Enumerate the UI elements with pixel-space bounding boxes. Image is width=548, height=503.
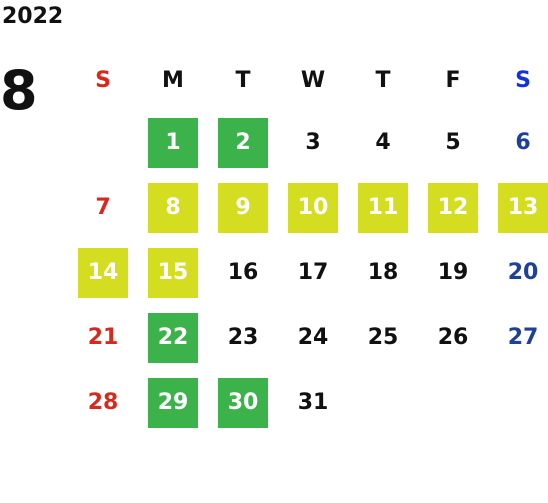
day-number: 30	[218, 377, 268, 428]
day-cell[interactable]: 26	[418, 305, 488, 370]
day-number: 6	[515, 130, 531, 155]
day-cell[interactable]: 2	[208, 110, 278, 175]
day-number: 4	[375, 130, 391, 155]
day-cell[interactable]: 9	[208, 175, 278, 240]
day-number: 23	[227, 325, 259, 350]
day-cell[interactable]: 7	[68, 175, 138, 240]
day-cell[interactable]: 23	[208, 305, 278, 370]
day-cell[interactable]: 12	[418, 175, 488, 240]
day-cell[interactable]: 5	[418, 110, 488, 175]
day-number: 18	[367, 260, 399, 285]
day-cell[interactable]: 3	[278, 110, 348, 175]
weekday-header: T	[375, 67, 391, 93]
day-cell[interactable]: 1	[138, 110, 208, 175]
day-number: 13	[498, 182, 548, 233]
day-cell[interactable]: 10	[278, 175, 348, 240]
day-number: 17	[297, 260, 329, 285]
day-number: 28	[87, 390, 119, 415]
day-cell[interactable]: 29	[138, 370, 208, 435]
day-cell[interactable]: 25	[348, 305, 418, 370]
day-cell[interactable]: 22	[138, 305, 208, 370]
day-cell[interactable]: 13	[488, 175, 548, 240]
day-cell[interactable]: 16	[208, 240, 278, 305]
day-number: 14	[78, 247, 128, 298]
day-cell[interactable]: 14	[68, 240, 138, 305]
day-number: 8	[148, 182, 198, 233]
day-number: 21	[87, 325, 119, 350]
day-number: 19	[437, 260, 469, 285]
day-number: 27	[507, 325, 539, 350]
day-cell[interactable]: 21	[68, 305, 138, 370]
day-cell[interactable]: 19	[418, 240, 488, 305]
day-number: 16	[227, 260, 259, 285]
weekday-header: S	[515, 67, 531, 93]
month-number: 8	[0, 59, 38, 122]
day-cell[interactable]: 18	[348, 240, 418, 305]
day-number	[358, 378, 408, 428]
day-number: 25	[367, 325, 399, 350]
weekday-header: S	[95, 67, 111, 93]
day-number: 3	[305, 130, 321, 155]
day-number: 24	[297, 325, 329, 350]
day-number: 22	[148, 312, 198, 363]
day-cell[interactable]: 30	[208, 370, 278, 435]
weekday-header: F	[445, 67, 461, 93]
empty-day-cell	[348, 370, 418, 435]
day-number: 20	[507, 260, 539, 285]
day-number: 29	[148, 377, 198, 428]
day-number: 10	[288, 182, 338, 233]
day-number: 2	[218, 117, 268, 168]
day-number	[428, 378, 478, 428]
day-cell[interactable]: 8	[138, 175, 208, 240]
day-number: 11	[358, 182, 408, 233]
day-number: 26	[437, 325, 469, 350]
day-cell[interactable]: 24	[278, 305, 348, 370]
year-label: 2022	[2, 4, 64, 29]
empty-day-cell	[418, 370, 488, 435]
weekday-header: W	[300, 67, 326, 93]
day-cell[interactable]: 31	[278, 370, 348, 435]
day-cell[interactable]: 6	[488, 110, 548, 175]
day-number: 7	[95, 195, 111, 220]
day-number	[498, 378, 548, 428]
day-number: 9	[218, 182, 268, 233]
day-cell[interactable]: 11	[348, 175, 418, 240]
day-cell[interactable]: 28	[68, 370, 138, 435]
day-cell[interactable]: 27	[488, 305, 548, 370]
weekday-header: T	[235, 67, 251, 93]
day-number: 5	[445, 130, 461, 155]
day-number: 31	[297, 390, 329, 415]
empty-day-cell	[488, 370, 548, 435]
day-number: 15	[148, 247, 198, 298]
day-cell[interactable]: 17	[278, 240, 348, 305]
weekday-header: M	[162, 67, 184, 93]
day-number: 1	[148, 117, 198, 168]
day-number: 12	[428, 182, 478, 233]
day-number	[78, 118, 128, 168]
empty-day-cell	[68, 110, 138, 175]
day-cell[interactable]: 15	[138, 240, 208, 305]
day-cell[interactable]: 4	[348, 110, 418, 175]
day-cell[interactable]: 20	[488, 240, 548, 305]
